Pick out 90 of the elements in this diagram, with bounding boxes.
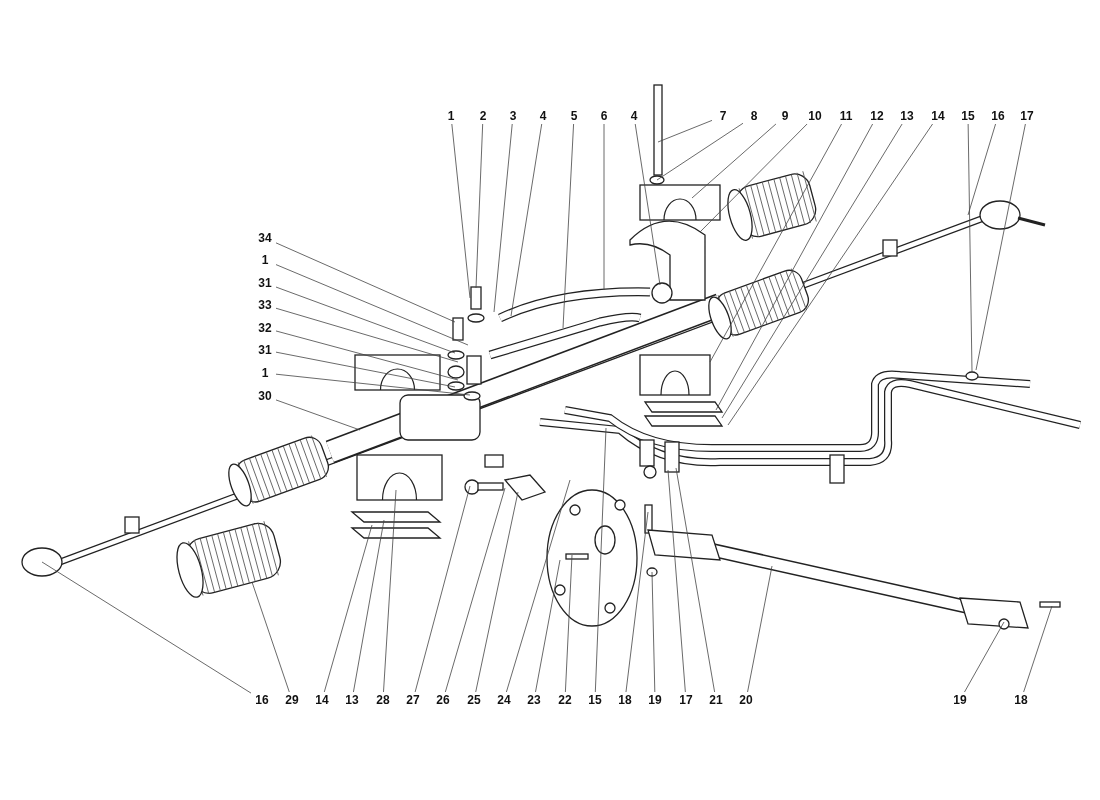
callout-number: 29	[281, 692, 303, 708]
callout-number: 4	[623, 108, 645, 124]
callout-number: 3	[502, 108, 524, 124]
leader-line	[594, 427, 607, 693]
leader-line	[414, 485, 471, 693]
callout-number: 7	[712, 108, 734, 124]
leader-line	[964, 621, 1005, 693]
leader-line	[562, 123, 574, 329]
callout-number: 22	[554, 692, 576, 708]
callout-number: 13	[896, 108, 918, 124]
callout-number: 1	[440, 108, 462, 124]
leader-line	[634, 123, 661, 286]
leader-line	[565, 554, 573, 693]
callout-number: 1	[254, 365, 276, 381]
leader-line	[1023, 605, 1053, 693]
leader-line	[727, 123, 933, 426]
callout-number: 28	[372, 692, 394, 708]
leader-line	[275, 399, 361, 431]
callout-number: 32	[254, 320, 276, 336]
leader-line	[747, 565, 773, 693]
callout-number: 18	[614, 692, 636, 708]
callout-number: 17	[1016, 108, 1038, 124]
callout-number: 33	[254, 297, 276, 313]
callout-number: 4	[532, 108, 554, 124]
callout-number: 12	[866, 108, 888, 124]
callout-number: 16	[987, 108, 1009, 124]
leader-line	[493, 123, 513, 313]
leader-line	[323, 524, 373, 693]
callout-number: 14	[311, 692, 333, 708]
leader-line	[251, 581, 290, 693]
callout-number: 30	[254, 388, 276, 404]
leader-line	[510, 123, 543, 317]
callout-number: 1	[254, 252, 276, 268]
leader-line	[444, 487, 506, 693]
callout-number: 6	[593, 108, 615, 124]
callout-number: 15	[584, 692, 606, 708]
callout-number: 18	[1010, 692, 1032, 708]
leader-line	[275, 330, 459, 381]
callout-number: 31	[254, 275, 276, 291]
leader-line	[475, 123, 484, 289]
callout-number: 8	[743, 108, 765, 124]
leader-line	[353, 519, 385, 693]
leader-line	[506, 479, 571, 693]
leader-line	[691, 123, 777, 199]
leader-line	[667, 469, 686, 693]
leader-line	[451, 123, 471, 299]
leader-line	[625, 511, 649, 693]
callout-number: 19	[644, 692, 666, 708]
leader-line	[275, 351, 456, 388]
callout-number: 23	[523, 692, 545, 708]
callout-number: 34	[254, 230, 276, 246]
callout-number: 13	[341, 692, 363, 708]
leader-line	[715, 123, 873, 411]
callout-number: 19	[949, 692, 971, 708]
callout-number: 31	[254, 342, 276, 358]
leader-line	[603, 123, 605, 291]
leader-line	[41, 561, 252, 694]
leader-line	[651, 571, 656, 693]
leader-line	[535, 559, 561, 693]
callout-number: 25	[463, 692, 485, 708]
leader-line	[275, 286, 456, 354]
leader-line	[975, 123, 1026, 371]
callout-number: 11	[835, 108, 857, 124]
leader-line	[275, 264, 469, 346]
callout-number: 2	[472, 108, 494, 124]
leader-line	[699, 123, 808, 233]
leader-line	[657, 120, 713, 143]
callout-number: 10	[804, 108, 826, 124]
leader-line	[656, 122, 744, 181]
leader-line	[275, 242, 456, 323]
leader-line	[383, 489, 397, 693]
callout-number: 26	[432, 692, 454, 708]
leader-line	[675, 467, 715, 693]
callout-number: 24	[493, 692, 515, 708]
callout-number: 21	[705, 692, 727, 708]
leader-line	[721, 123, 903, 419]
callout-number: 15	[957, 108, 979, 124]
callout-number: 9	[774, 108, 796, 124]
callout-number: 27	[402, 692, 424, 708]
callout-number: 20	[735, 692, 757, 708]
leader-line	[967, 123, 996, 216]
leader-line	[967, 123, 973, 373]
leader-line	[709, 123, 842, 363]
callout-number: 16	[251, 692, 273, 708]
callout-number: 14	[927, 108, 949, 124]
leader-line	[275, 307, 459, 363]
callout-number: 17	[675, 692, 697, 708]
callout-number: 5	[563, 108, 585, 124]
leader-line	[475, 491, 519, 693]
leader-line	[275, 373, 471, 396]
